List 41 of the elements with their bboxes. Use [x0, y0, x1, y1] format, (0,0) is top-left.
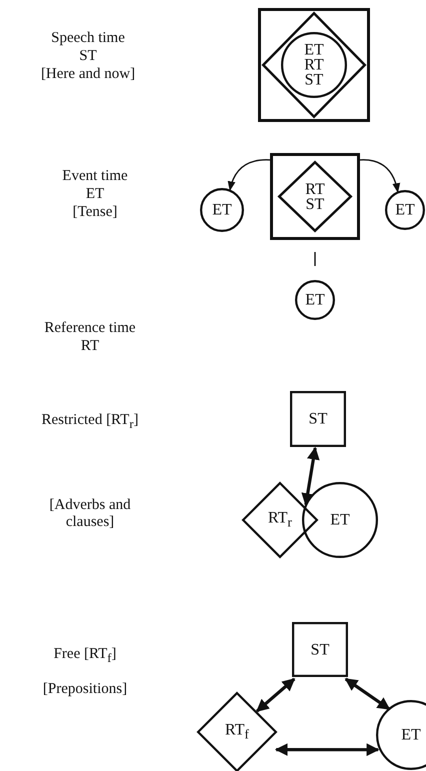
arrow [301, 446, 320, 506]
connector-line [314, 252, 316, 266]
time-label: ET [395, 202, 415, 218]
time-label: ET [305, 292, 325, 308]
time-label: RT$_{f}$ [225, 722, 249, 742]
time-label: ET [212, 202, 232, 218]
arrow [228, 159, 270, 192]
time-label: ET [330, 512, 350, 528]
caption-text: Free [RT$_{f}$] [54, 646, 116, 667]
time-label: ST [308, 412, 328, 426]
arrow [360, 159, 400, 193]
caption-text: Restricted [RT$_{r}$] [42, 412, 138, 433]
diamond-frame [197, 692, 277, 771]
time-label: RT ST [304, 182, 326, 212]
circle-node [295, 280, 335, 320]
caption-text: [Here and now] [40, 66, 136, 83]
time-label: ST [310, 642, 330, 657]
arrow [344, 678, 390, 710]
time-label: RT$_{r}$ [268, 510, 292, 530]
diamond-frame [242, 482, 318, 558]
square-frame [270, 153, 360, 240]
diamond-frame [278, 161, 352, 232]
circle-node [281, 32, 347, 98]
square-frame [292, 622, 348, 677]
caption-text: Reference time [44, 320, 136, 337]
circle-node [200, 188, 244, 232]
caption-text: RT [80, 338, 100, 355]
caption-text: Speech time [51, 30, 125, 47]
circle-node [302, 482, 378, 558]
caption-text: ET [86, 186, 104, 203]
caption-text: ST [79, 48, 97, 65]
caption-text: Event time [62, 168, 128, 185]
time-label: ET RT ST [303, 42, 325, 88]
circle-node [385, 190, 425, 230]
time-label: ET [401, 728, 421, 742]
arrow [274, 743, 380, 756]
caption-text: [Tense] [72, 204, 118, 221]
square-frame [290, 391, 346, 447]
caption-text: [Adverbs and clauses] [48, 497, 132, 531]
arrow [256, 678, 296, 712]
caption-text: [Prepositions] [42, 681, 128, 698]
